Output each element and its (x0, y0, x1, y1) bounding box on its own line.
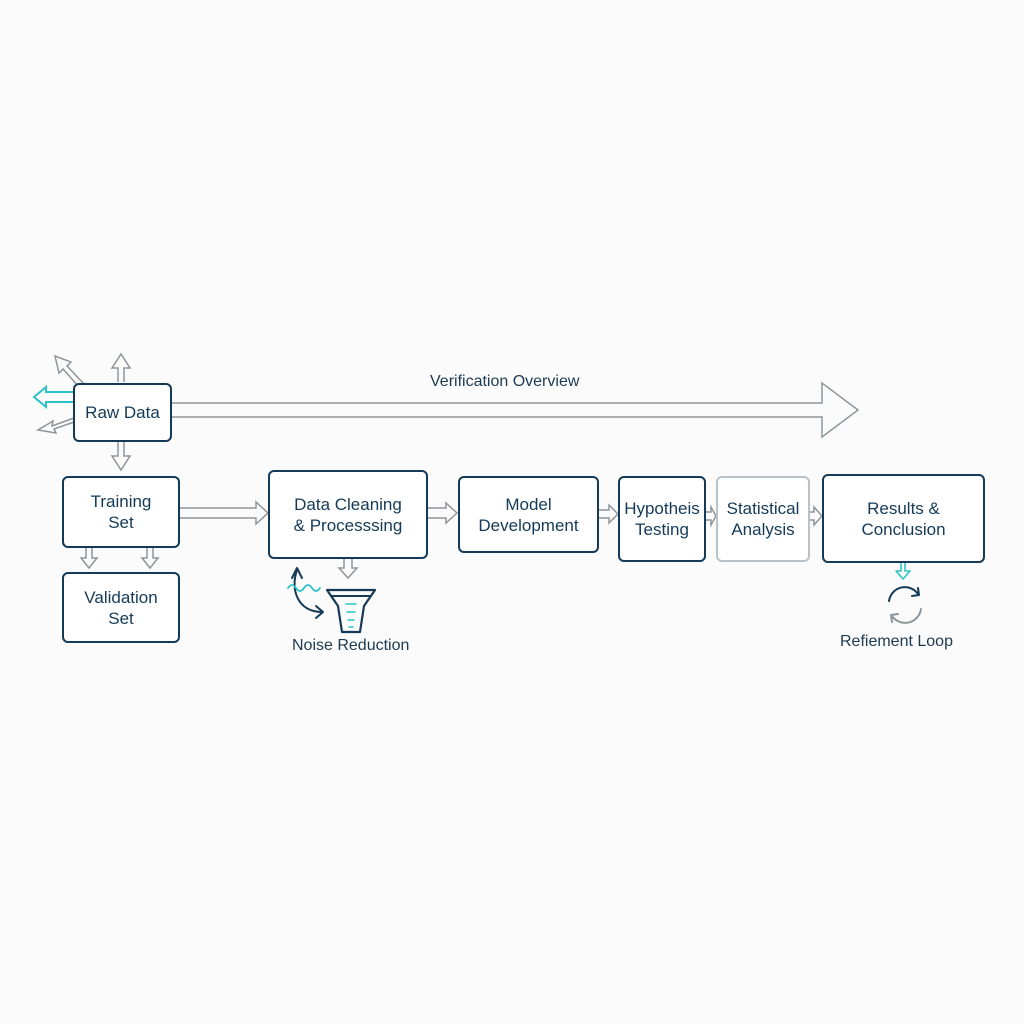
verification-overview-label: Verification Overview (430, 373, 580, 390)
cleaning-down-arrow (337, 559, 359, 580)
refresh-cycle-icon (888, 586, 919, 602)
training-to-cleaning-arrow (180, 500, 270, 526)
curved-arrow-icon (293, 569, 323, 613)
data-cleaning-node: Data Cleaning & Processsing (268, 470, 428, 559)
refinement-loop-icons (888, 562, 922, 624)
hypothesis-to-statistical-arrow (706, 504, 717, 528)
raw-data-down-arrow (110, 442, 132, 472)
wave-icon (287, 584, 321, 592)
hypothesis-testing-node: Hypotheis Testing (618, 476, 706, 562)
raw-data-lower-left-arrow (35, 417, 75, 434)
validation-set-node: Validation Set (62, 572, 180, 643)
noise-reduction-label: Noise Reduction (292, 637, 410, 654)
overview-arrow (172, 381, 860, 439)
model-development-node: Model Development (458, 476, 599, 553)
refinement-loop-label: Refiement Loop (840, 633, 953, 650)
results-conclusion-node: Results & Conclusion (822, 474, 985, 563)
raw-data-teal-arrow (32, 384, 74, 410)
statistical-to-results-arrow (810, 505, 824, 527)
filter-funnel-icon (325, 588, 377, 634)
teal-down-arrow (895, 562, 911, 580)
statistical-analysis-node: Statistical Analysis (716, 476, 810, 562)
training-set-node: Training Set (62, 476, 180, 548)
training-to-validation-arrow-1 (79, 548, 99, 570)
noise-reduction-icons (287, 567, 377, 634)
raw-data-node: Raw Data (73, 383, 172, 442)
training-to-validation-arrow-2 (140, 548, 160, 570)
raw-data-diagonal-arrow (53, 354, 85, 389)
cleaning-to-model-arrow (428, 501, 459, 525)
raw-data-up-arrow (110, 352, 132, 382)
model-to-hypothesis-arrow (599, 503, 620, 525)
